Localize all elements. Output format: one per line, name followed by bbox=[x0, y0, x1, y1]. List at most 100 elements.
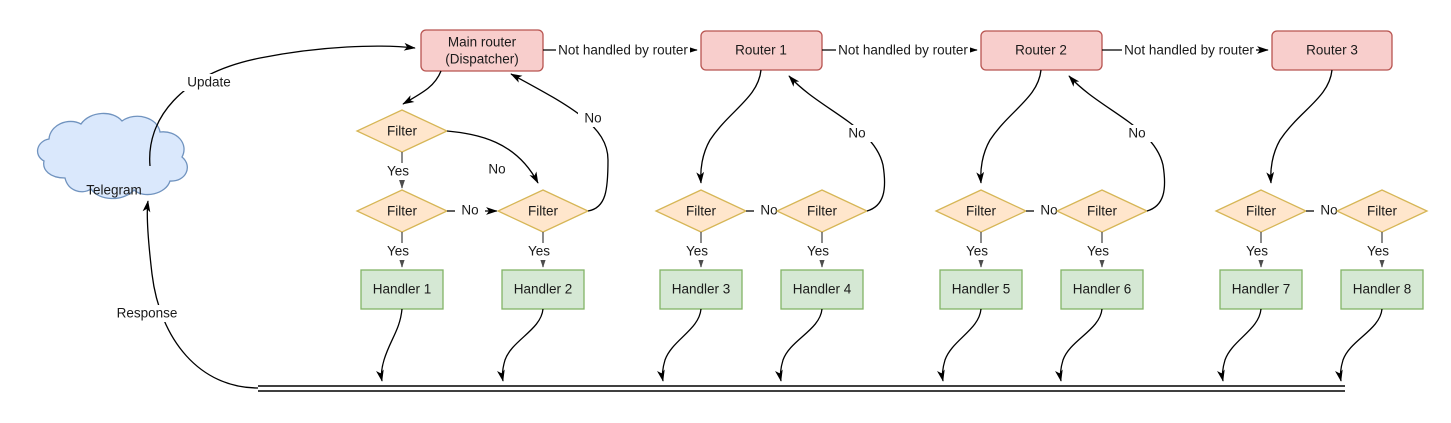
edge-handler-5-to-rail bbox=[937, 308, 982, 382]
edge-label-no-4: No bbox=[760, 203, 777, 218]
filter-r3-b-label: Filter bbox=[1367, 204, 1398, 219]
handler-5-node[interactable]: Handler 5 bbox=[939, 269, 1023, 310]
edge-handler-6-to-rail bbox=[1055, 308, 1103, 382]
router-main-label-line1: Main router bbox=[448, 35, 517, 50]
edge-label-no-3: No bbox=[584, 111, 601, 126]
edge-handler-3-to-rail bbox=[657, 308, 702, 382]
edge-label-bg-1 bbox=[556, 42, 690, 59]
edge-label-yes-1: Yes bbox=[387, 164, 409, 179]
handler-7-label: Handler 7 bbox=[1232, 282, 1291, 297]
router-main-node[interactable]: Main router (Dispatcher) bbox=[420, 29, 544, 72]
edge-label-yes-5: Yes bbox=[807, 244, 829, 259]
filter-r1-a-label: Filter bbox=[686, 204, 717, 219]
edge-label-yes-8: Yes bbox=[1246, 244, 1268, 259]
edge-label-no-5: No bbox=[848, 126, 865, 141]
edge-label-bg-yes-2 bbox=[380, 243, 416, 260]
edge-label-not-handled-3: Not handled by router bbox=[1124, 43, 1254, 58]
handler-1-node[interactable]: Handler 1 bbox=[360, 269, 444, 310]
filter-main-a-label: Filter bbox=[387, 124, 418, 139]
handler-2-node[interactable]: Handler 2 bbox=[501, 269, 585, 310]
handler-6-box[interactable] bbox=[1060, 269, 1144, 310]
edge-filter-main-a-no bbox=[446, 130, 539, 184]
edge-label-bg-no-6 bbox=[1034, 203, 1064, 220]
edge-label-bg-yes-1 bbox=[380, 163, 416, 180]
filter-r3-b-node[interactable]: Filter bbox=[1335, 189, 1429, 233]
filter-r1-b-node[interactable]: Filter bbox=[775, 189, 869, 233]
edge-label-bg-no-4 bbox=[754, 203, 784, 220]
edge-response bbox=[142, 200, 259, 389]
handler-8-node[interactable]: Handler 8 bbox=[1340, 269, 1424, 310]
router-2-node[interactable]: Router 2 bbox=[980, 30, 1103, 71]
edge-router2-to-filter-a bbox=[976, 69, 1042, 184]
edge-label-not-handled-1: Not handled by router bbox=[558, 43, 688, 58]
edge-label-yes-4: Yes bbox=[686, 244, 708, 259]
telegram-label: Telegram bbox=[86, 183, 142, 198]
edge-handler-8-to-rail bbox=[1335, 308, 1383, 382]
edge-label-bg-yes-7 bbox=[1080, 243, 1116, 260]
edge-label-bg-no-5 bbox=[842, 125, 872, 142]
handler-8-box[interactable] bbox=[1340, 269, 1424, 310]
filter-r3-a-label: Filter bbox=[1246, 204, 1277, 219]
edge-label-bg-yes-6 bbox=[959, 243, 995, 260]
filter-main-a-node[interactable]: Filter bbox=[355, 109, 449, 153]
cloud-icon bbox=[36, 112, 188, 200]
filter-main-c-node[interactable]: Filter bbox=[496, 189, 590, 233]
edge-filter-r1-b-no-back bbox=[788, 75, 886, 212]
handler-4-node[interactable]: Handler 4 bbox=[780, 269, 864, 310]
handler-4-box[interactable] bbox=[780, 269, 864, 310]
router-main-label-line2: (Dispatcher) bbox=[445, 52, 519, 67]
edge-label-no-6: No bbox=[1040, 203, 1057, 218]
edge-label-yes-2: Yes bbox=[387, 244, 409, 259]
filter-main-b-node[interactable]: Filter bbox=[355, 189, 449, 233]
handler-6-node[interactable]: Handler 6 bbox=[1060, 269, 1144, 310]
edge-label-no-1: No bbox=[488, 162, 505, 177]
edge-label-bg-no-8 bbox=[1314, 203, 1344, 220]
filter-r1-b-label: Filter bbox=[807, 204, 838, 219]
handler-1-label: Handler 1 bbox=[373, 282, 432, 297]
edge-handler-2-to-rail bbox=[497, 308, 544, 382]
handler-5-label: Handler 5 bbox=[952, 282, 1011, 297]
filter-main-b-label: Filter bbox=[387, 204, 418, 219]
edge-filter-main-c-no-back bbox=[510, 73, 609, 212]
edge-label-bg-yes-4 bbox=[679, 243, 715, 260]
filter-r2-a-node[interactable]: Filter bbox=[934, 189, 1028, 233]
edge-label-no-7: No bbox=[1128, 126, 1145, 141]
filter-r2-b-node[interactable]: Filter bbox=[1055, 189, 1149, 233]
edge-label-bg-yes-5 bbox=[800, 243, 836, 260]
handler-8-label: Handler 8 bbox=[1353, 282, 1412, 297]
router-1-label: Router 1 bbox=[735, 43, 787, 58]
router-1-node[interactable]: Router 1 bbox=[700, 30, 823, 71]
edge-label-bg-2 bbox=[836, 42, 970, 59]
edge-handler-4-to-rail bbox=[775, 308, 823, 382]
edge-label-bg-response bbox=[108, 305, 186, 322]
edge-label-bg-yes-9 bbox=[1360, 243, 1396, 260]
handler-7-node[interactable]: Handler 7 bbox=[1219, 269, 1303, 310]
edge-label-bg-no-7 bbox=[1122, 125, 1152, 142]
edge-label-yes-9: Yes bbox=[1367, 244, 1389, 259]
edge-router3-to-filter-a bbox=[1266, 69, 1333, 184]
filter-r2-b-label: Filter bbox=[1087, 204, 1118, 219]
edge-label-bg-no-1 bbox=[482, 161, 512, 178]
response-collector-rail bbox=[258, 385, 1345, 392]
handler-1-box[interactable] bbox=[360, 269, 444, 310]
edge-label-not-handled-2: Not handled by router bbox=[838, 43, 968, 58]
filter-r2-a-label: Filter bbox=[966, 204, 997, 219]
edge-label-update: Update bbox=[187, 75, 231, 90]
handler-3-node[interactable]: Handler 3 bbox=[659, 269, 743, 310]
filter-main-c-label: Filter bbox=[528, 204, 559, 219]
edge-label-yes-3: Yes bbox=[528, 244, 550, 259]
edge-label-bg-3 bbox=[1122, 42, 1256, 59]
edge-label-bg-no-2 bbox=[455, 203, 485, 220]
filter-r1-a-node[interactable]: Filter bbox=[654, 189, 748, 233]
edge-handler-7-to-rail bbox=[1217, 308, 1262, 382]
telegram-cloud-node: Telegram bbox=[36, 112, 188, 200]
filter-r3-a-node[interactable]: Filter bbox=[1214, 189, 1308, 233]
edge-label-yes-7: Yes bbox=[1087, 244, 1109, 259]
handler-2-label: Handler 2 bbox=[514, 282, 573, 297]
router-3-label: Router 3 bbox=[1306, 43, 1358, 58]
router-3-node[interactable]: Router 3 bbox=[1271, 30, 1393, 71]
edge-update bbox=[149, 42, 416, 167]
handler-4-label: Handler 4 bbox=[793, 282, 852, 297]
